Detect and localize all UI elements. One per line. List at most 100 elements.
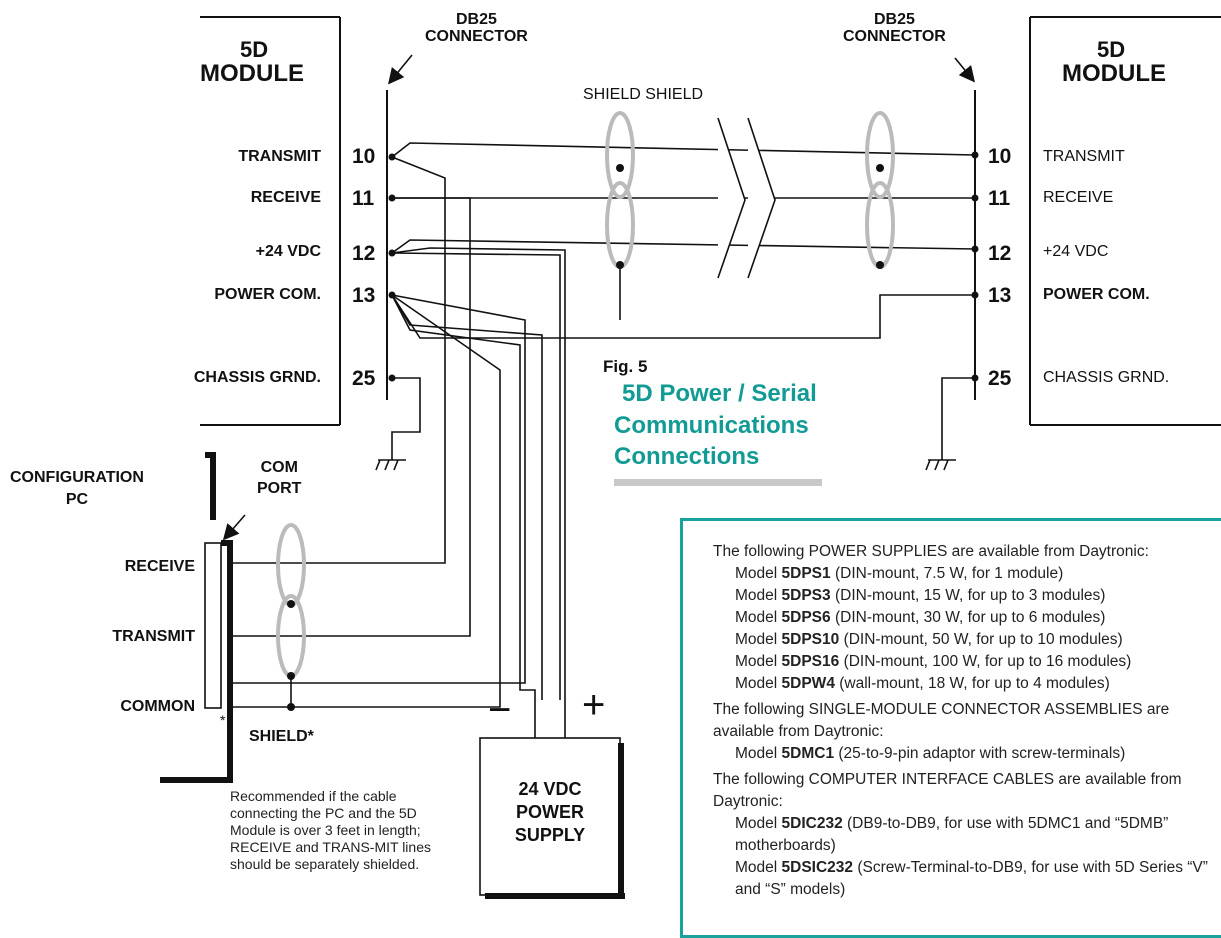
figure-underline (614, 479, 822, 486)
model-number: 5DPS1 (781, 565, 831, 582)
model-prefix: Model (735, 631, 782, 648)
left-pin-10: 10 (352, 145, 376, 168)
model-prefix: Model (735, 815, 782, 832)
right-connector-label: DB25 CONNECTOR (843, 11, 946, 45)
connector-intro: The following SINGLE-MODULE CONNECTOR AS… (713, 701, 1170, 740)
right-pin-25: 25 (988, 367, 1012, 390)
power-supply-wires (391, 247, 566, 738)
right-chassis-ground (925, 377, 975, 471)
model-description: (DIN-mount, 7.5 W, for 1 module) (830, 565, 1064, 582)
pc-pin-receive: RECEIVE (124, 558, 195, 575)
left-module-title-line1: 5D (240, 37, 269, 62)
right-pin-12: 12 (988, 242, 1012, 265)
right-pin-label-transmit: TRANSMIT (1043, 148, 1125, 165)
model-item: Model 5DPS6 (DIN-mount, 30 W, for up to … (713, 607, 1221, 629)
power-supply-label: 24 VDC POWER SUPPLY (514, 779, 586, 845)
right-connector-arrow (954, 57, 976, 83)
model-item: Model 5DSIC232 (Screw-Terminal-to-DB9, f… (713, 857, 1221, 901)
model-item: Model 5DMC1 (25-to-9-pin adaptor with sc… (713, 743, 1221, 765)
model-item: Model 5DIC232 (DB9-to-DB9, for use with … (713, 813, 1221, 857)
cables-intro: The following COMPUTER INTERFACE CABLES … (713, 771, 1182, 810)
model-prefix: Model (735, 653, 782, 670)
left-pin-label-receive: RECEIVE (250, 189, 321, 206)
com-port-label: COM PORT (257, 459, 302, 497)
figure-title-line2: Communications (614, 412, 809, 439)
shield-label: SHIELD SHIELD (583, 86, 704, 103)
power-minus: − (488, 688, 512, 732)
left-pin-label-24vdc: +24 VDC (255, 243, 321, 260)
shield-loops-right (865, 111, 895, 269)
pc-shield-label: SHIELD* (249, 728, 314, 745)
power-supply-box (479, 737, 625, 899)
left-pin-12: 12 (352, 242, 376, 265)
model-number: 5DPS10 (781, 631, 840, 648)
model-description: (wall-mount, 18 W, for up to 4 modules) (834, 675, 1110, 692)
left-pin-terminals (388, 153, 396, 382)
pc-pin-transmit: TRANSMIT (112, 628, 195, 645)
model-item: Model 5DPS16 (DIN-mount, 100 W, for up t… (713, 651, 1221, 673)
model-number: 5DPW4 (781, 675, 835, 692)
figure-title-line1: 5D Power / Serial (622, 380, 817, 407)
model-number: 5DMC1 (781, 745, 835, 762)
footnote-marker: * (220, 712, 226, 728)
power-supplies-intro: The following POWER SUPPLIES are availab… (713, 543, 1149, 560)
model-prefix: Model (735, 565, 782, 582)
right-pin-13: 13 (988, 284, 1012, 307)
model-description: (DB9-to-DB9, for use with 5DMC1 and “5DM… (735, 815, 1169, 854)
model-description: (DIN-mount, 100 W, for up to 16 modules) (839, 653, 1132, 670)
power-plus: + (582, 683, 606, 727)
model-prefix: Model (735, 859, 782, 876)
model-item: Model 5DPS1 (DIN-mount, 7.5 W, for 1 mod… (713, 563, 1221, 585)
right-module-box (974, 16, 1221, 426)
model-item: Model 5DPS10 (DIN-mount, 50 W, for up to… (713, 629, 1221, 651)
figure-title-line3: Connections (614, 443, 760, 470)
com-port-arrow (222, 514, 246, 541)
cable-break-symbol (717, 117, 776, 279)
left-connector-arrow (387, 54, 413, 85)
right-pin-label-chassis: CHASSIS GRND. (1043, 369, 1170, 386)
right-module-title-line1: 5D (1097, 37, 1126, 62)
info-box-content: The following POWER SUPPLIES are availab… (713, 541, 1221, 901)
model-description: (25-to-9-pin adaptor with screw-terminal… (834, 745, 1126, 762)
model-item: Model 5DPW4 (wall-mount, 18 W, for up to… (713, 673, 1221, 695)
model-number: 5DPS6 (781, 609, 831, 626)
left-pin-label-transmit: TRANSMIT (238, 148, 321, 165)
pc-to-module-wires (233, 156, 561, 708)
model-description: (DIN-mount, 50 W, for up to 10 modules) (839, 631, 1123, 648)
pc-box (160, 452, 233, 783)
model-prefix: Model (735, 675, 782, 692)
left-module-box (200, 16, 388, 426)
model-prefix: Model (735, 745, 782, 762)
pc-title: CONFIGURATION PC (10, 469, 144, 508)
pc-pin-common: COMMON (120, 698, 195, 715)
model-number: 5DPS3 (781, 587, 831, 604)
model-description: (Screw-Terminal-to-DB9, for use with 5D … (735, 859, 1208, 898)
right-pin-label-24vdc: +24 VDC (1043, 243, 1109, 260)
left-pin-25: 25 (352, 367, 376, 390)
right-pin-terminals (971, 151, 979, 382)
right-pin-label-receive: RECEIVE (1043, 189, 1114, 206)
model-item: Model 5DPS3 (DIN-mount, 15 W, for up to … (713, 585, 1221, 607)
footnote-text: Recommended if the cable connecting the … (230, 788, 431, 872)
model-description: (DIN-mount, 15 W, for up to 3 modules) (830, 587, 1106, 604)
module-to-module-wires (391, 142, 976, 339)
left-pin-11: 11 (352, 187, 375, 210)
right-pin-10: 10 (988, 145, 1012, 168)
model-number: 5DSIC232 (781, 859, 854, 876)
model-description: (DIN-mount, 30 W, for up to 6 modules) (830, 609, 1106, 626)
left-pin-label-chassis: CHASSIS GRND. (193, 369, 321, 386)
left-connector-label: DB25 CONNECTOR (425, 11, 528, 45)
left-chassis-ground (375, 377, 421, 471)
model-prefix: Model (735, 587, 782, 604)
right-pin-11: 11 (988, 187, 1011, 210)
model-number: 5DIC232 (781, 815, 843, 832)
left-module-title-line2: MODULE (200, 60, 304, 87)
figure-number: Fig. 5 (603, 357, 648, 376)
info-box (680, 518, 1221, 938)
right-pin-label-power-com: POWER COM. (1043, 286, 1150, 303)
left-pin-13: 13 (352, 284, 376, 307)
right-module-title-line2: MODULE (1062, 60, 1166, 87)
model-prefix: Model (735, 609, 782, 626)
left-pin-label-power-com: POWER COM. (214, 286, 321, 303)
